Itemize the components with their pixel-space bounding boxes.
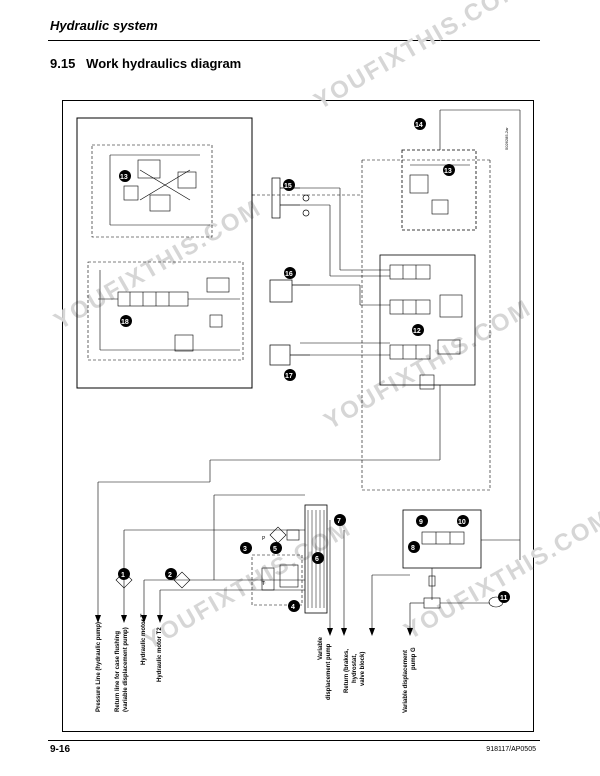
label-return-line-2: (variable displacement pump) (123, 627, 129, 712)
label-variable-1: Variable (318, 636, 324, 660)
callout-10-label: 10 (458, 519, 466, 526)
callout-16-label: 16 (285, 271, 293, 278)
page-number: 9-16 (50, 744, 71, 755)
tank-block (304, 504, 328, 614)
callout-8-label: 8 (411, 545, 415, 552)
callout-5 (270, 542, 282, 554)
label-variable-2: displacement pump (326, 643, 332, 700)
watermark: YOUFIXTHIS.COM (400, 504, 600, 645)
pilot-valve-box (91, 144, 213, 238)
callout-15 (283, 179, 295, 191)
callout-2-label: 2 (168, 572, 172, 579)
callout-14-label: 14 (415, 122, 423, 129)
upper-left-box (76, 117, 253, 389)
callout-18-label: 18 (121, 319, 129, 326)
label-return-line-1: Return line for case flushing (115, 631, 121, 712)
watermark-group: YOUFIXTHIS.COM YOUFIXTHIS.COM YOUFIXTHIS… (50, 0, 600, 655)
label-return-brakes-2: hydrostat, (352, 654, 358, 683)
label-pressure-line: Pressure Line (hydraulic pump) (96, 622, 102, 712)
label-hydraulic-motor-t2: Hydraulic motor T2 (157, 627, 163, 682)
footer-rule (48, 740, 540, 741)
callout-1 (118, 568, 130, 580)
label-return-brakes-1: Return (brakes, (344, 649, 350, 693)
callout-7 (334, 514, 346, 526)
callout-10 (457, 515, 469, 527)
callout-17-label: 17 (285, 373, 293, 380)
callout-17 (284, 369, 296, 381)
callout-4-label: 4 (291, 604, 295, 611)
header-title: Hydraulic system (50, 18, 158, 33)
label-pump-g-1: Variable displacement (403, 650, 409, 713)
watermark: YOUFIXTHIS.COM (50, 194, 267, 335)
callout-group: 1 2 3 4 5 6 7 8 9 10 11 12 13 14 15 16 1… (118, 118, 510, 612)
watermark: YOUFIXTHIS.COM (140, 514, 357, 655)
section-number: 9.15 (50, 56, 76, 71)
callout-13-left (119, 170, 131, 182)
callout-6-label: 6 (315, 556, 319, 563)
callout-3-label: 3 (243, 546, 247, 553)
brake-valve-box (401, 149, 477, 231)
label-pump-g-2: pump G (411, 647, 417, 670)
control-valve-box (87, 261, 244, 361)
callout-12-label: 12 (413, 328, 421, 335)
pump-control-valve (402, 509, 482, 569)
section-title: 9.15 Work hydraulics diagram (50, 56, 241, 71)
main-valve-block (379, 254, 476, 386)
header-rule (48, 40, 540, 41)
callout-3 (240, 542, 252, 554)
callout-13-left-label: 13 (120, 174, 128, 181)
diagram-ref-code: 5026285-2ar (504, 127, 509, 150)
callout-6 (312, 552, 324, 564)
document-code: 918117/AP0505 (486, 746, 536, 753)
label-hydraulic-motor-t: Hydraulic motor T (141, 613, 147, 665)
callout-1-label: 1 (121, 572, 125, 579)
callout-18 (120, 315, 132, 327)
callout-14 (414, 118, 426, 130)
label-return-brakes-3: valve block) (360, 652, 366, 686)
watermark: YOUFIXTHIS.COM (310, 0, 527, 115)
port-label-p: P (262, 536, 266, 542)
section-heading: Work hydraulics diagram (86, 56, 242, 71)
port-label-t: T (262, 581, 265, 587)
callout-8 (408, 541, 420, 553)
callout-13 (443, 164, 455, 176)
bottom-labels: Pressure Line (hydraulic pump) Return li… (96, 613, 417, 713)
callout-5-label: 5 (273, 546, 277, 553)
callout-9-label: 9 (419, 519, 423, 526)
callout-9 (416, 515, 428, 527)
callout-13-label: 13 (444, 168, 452, 175)
callout-2 (165, 568, 177, 580)
callout-7-label: 7 (337, 518, 341, 525)
diagram-frame (62, 100, 534, 732)
callout-11-label: 11 (500, 595, 508, 602)
callout-11 (498, 591, 510, 603)
callout-4 (288, 600, 300, 612)
callout-16 (284, 267, 296, 279)
callout-12 (412, 324, 424, 336)
callout-15-label: 15 (284, 183, 292, 190)
watermark: YOUFIXTHIS.COM (320, 294, 537, 435)
flow-arrows (95, 615, 413, 636)
